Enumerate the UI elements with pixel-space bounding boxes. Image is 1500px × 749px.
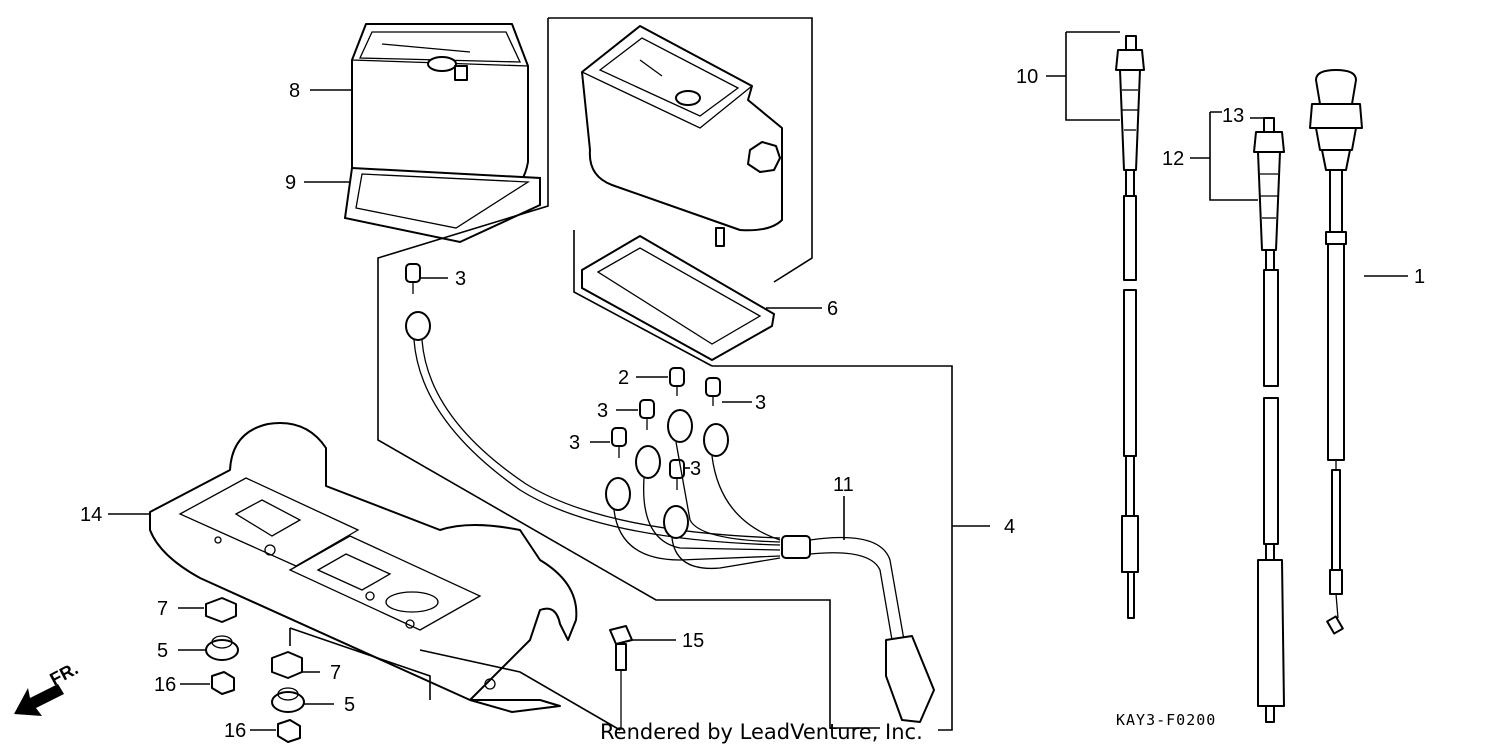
gasket-9[interactable]: [343, 166, 541, 244]
gasket-6[interactable]: [581, 234, 776, 362]
callout-3e: 3: [690, 458, 701, 480]
callout-1: 1: [1414, 266, 1425, 288]
callout-7b: 7: [330, 662, 341, 684]
callout-3c: 3: [597, 400, 608, 422]
callout-16b: 16: [224, 720, 246, 742]
callout-12: 12: [1162, 148, 1184, 170]
callout-3b: 3: [755, 392, 766, 414]
tachometer-cable-12[interactable]: [1253, 117, 1285, 723]
callout-3d: 3: [569, 432, 580, 454]
bulb-socket-3a[interactable]: [405, 263, 421, 294]
cable-1[interactable]: [1309, 69, 1363, 635]
credit-watermark: Rendered by LeadVenture, Inc.: [600, 720, 923, 744]
bulb-socket-3c[interactable]: [639, 399, 655, 430]
callout-7a: 7: [157, 598, 168, 620]
wire-harness-11[interactable]: [405, 311, 935, 723]
front-direction-label: FR.: [46, 658, 81, 689]
bulb-socket-2[interactable]: [669, 367, 685, 396]
diagram-code: KAY3-F0200: [1116, 711, 1216, 729]
callout-11: 11: [833, 474, 854, 496]
meter-panel-14[interactable]: [149, 422, 578, 713]
callout-9: 9: [285, 172, 296, 194]
collar-5a[interactable]: [205, 635, 239, 661]
grommet-7b[interactable]: [271, 651, 303, 679]
callout-15: 15: [682, 630, 704, 652]
front-direction-arrow-icon: [14, 684, 64, 716]
speedometer-cable-10[interactable]: [1115, 35, 1145, 619]
callout-3a: 3: [455, 268, 466, 290]
callout-2: 2: [618, 367, 629, 389]
bulb-socket-3b[interactable]: [705, 377, 721, 406]
callout-5b: 5: [344, 694, 355, 716]
callout-6: 6: [827, 298, 838, 320]
grommet-7a[interactable]: [205, 597, 237, 623]
callout-4: 4: [1004, 516, 1015, 538]
collar-5b[interactable]: [271, 687, 305, 713]
bulb-socket-3d[interactable]: [611, 427, 627, 458]
callout-5a: 5: [157, 640, 168, 662]
callout-13: 13: [1222, 105, 1244, 127]
callout-8: 8: [289, 80, 300, 102]
callout-16a: 16: [154, 674, 176, 696]
nut-16a[interactable]: [211, 671, 235, 695]
callout-10: 10: [1016, 66, 1038, 88]
bolt-15[interactable]: [609, 625, 633, 730]
nut-16b[interactable]: [277, 719, 301, 743]
meter-assembly[interactable]: [580, 25, 783, 247]
callout-14: 14: [80, 504, 102, 526]
